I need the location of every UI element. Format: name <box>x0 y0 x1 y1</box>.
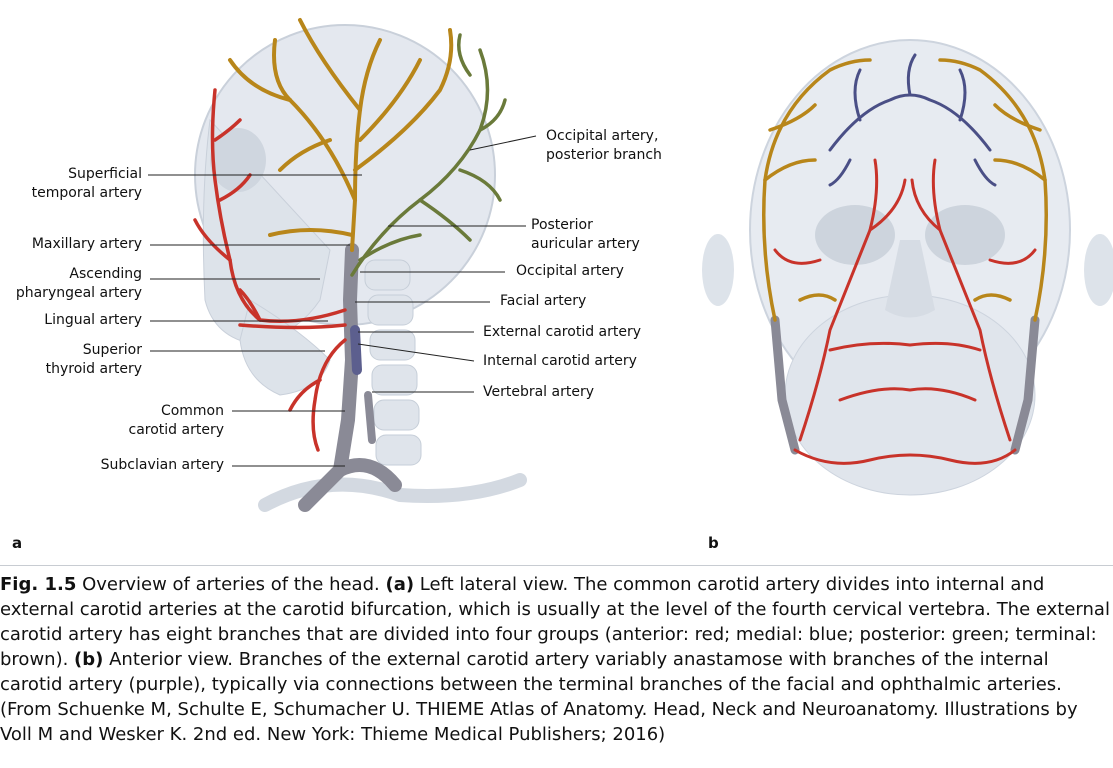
label-internal-carotid-artery: Internal carotid artery <box>483 353 637 369</box>
label-common-carotid-artery: Common carotid artery <box>128 403 224 438</box>
label-external-carotid-artery: External carotid artery <box>483 324 642 340</box>
label-facial-artery: Facial artery <box>500 293 587 309</box>
face-carotid <box>770 315 1040 455</box>
label-ascending-pharyngeal-artery: Ascending pharyngeal artery <box>15 266 142 301</box>
label-lingual-artery: Lingual artery <box>44 312 142 328</box>
label-subclavian-artery: Subclavian artery <box>100 457 224 473</box>
caption-part-b-text: Anterior view. Branches of the external … <box>0 649 1078 745</box>
face-medial-branches <box>828 53 997 187</box>
leader-lines <box>148 135 537 467</box>
caption-title: Overview of arteries of the head. <box>76 574 386 595</box>
face-terminal-branches <box>762 58 1048 322</box>
panel-letter-b: b <box>708 534 719 552</box>
caption-figure-number: Fig. 1.5 <box>0 574 77 595</box>
face-anterior-view <box>702 39 1113 496</box>
figure-panel: Superficial temporal artery Maxillary ar… <box>0 18 1113 566</box>
caption-part-b-marker: (b) <box>74 649 104 670</box>
caption-part-a-text: Left lateral view. The common carotid ar… <box>0 574 1110 670</box>
label-occipital-artery: Occipital artery <box>516 263 624 279</box>
posterior-branches <box>350 33 507 277</box>
terminal-branches <box>228 18 454 252</box>
label-occipital-artery-posterior-branch: Occipital artery, posterior branch <box>546 128 662 163</box>
label-vertebral-artery: Vertebral artery <box>483 384 595 400</box>
label-posterior-auricular-artery: Posterior auricular artery <box>531 217 640 252</box>
caption-part-a-marker: (a) <box>385 574 415 595</box>
label-superficial-temporal-artery: Superficial temporal artery <box>31 166 142 201</box>
carotid-system <box>298 243 402 512</box>
figure-caption: Fig. 1.5 Overview of arteries of the hea… <box>0 572 1113 747</box>
label-superior-thyroid-artery: Superior thyroid artery <box>45 342 142 377</box>
anatomy-illustration <box>148 18 1113 512</box>
panel-letter-a: a <box>12 534 23 552</box>
label-maxillary-artery: Maxillary artery <box>31 236 142 252</box>
face-anterior-branches <box>773 158 1037 465</box>
